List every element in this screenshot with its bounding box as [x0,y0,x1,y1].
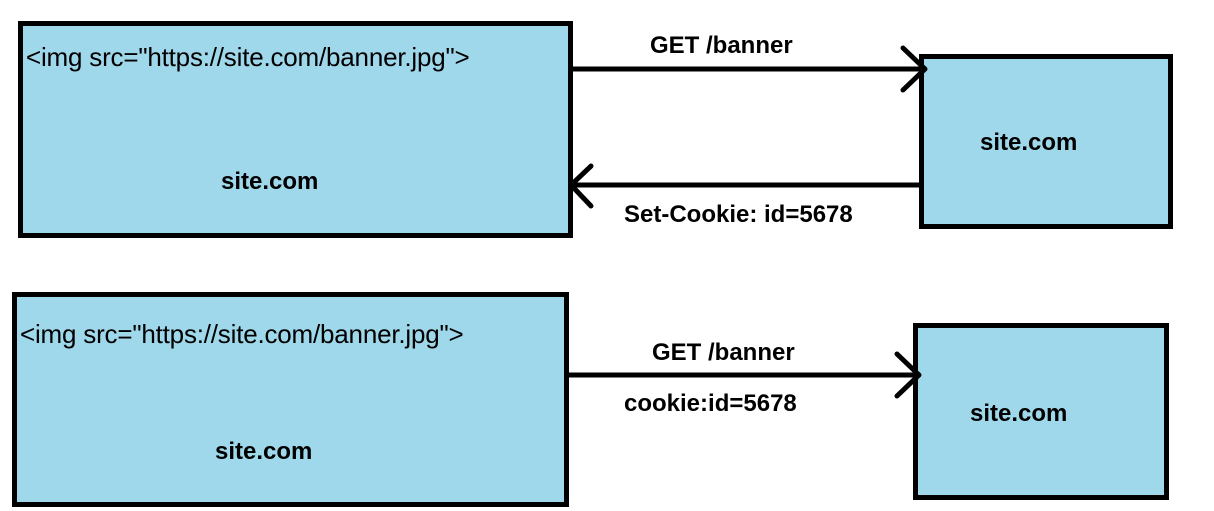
browser-page-box-2 [12,292,569,507]
request-label-2: GET /banner [652,339,795,366]
response-arrow-1 [568,163,922,209]
cookie-header-label: cookie:id=5678 [624,390,797,417]
server-site-label-2: site.com [970,400,1068,427]
browser-page-box-1 [18,21,573,238]
set-cookie-label: Set-Cookie: id=5678 [624,201,853,228]
request-arrow-2 [566,351,922,399]
server-box-1 [919,54,1173,229]
server-box-2 [913,323,1169,500]
img-tag-label-1: <img src="https://site.com/banner.jpg"> [26,42,470,72]
browser-site-label-2: site.com [215,438,313,465]
browser-site-label-1: site.com [221,168,319,195]
img-tag-label-2: <img src="https://site.com/banner.jpg"> [20,319,464,349]
request-arrow-1 [570,45,928,93]
request-label-1: GET /banner [650,32,793,59]
server-site-label-1: site.com [980,129,1078,156]
